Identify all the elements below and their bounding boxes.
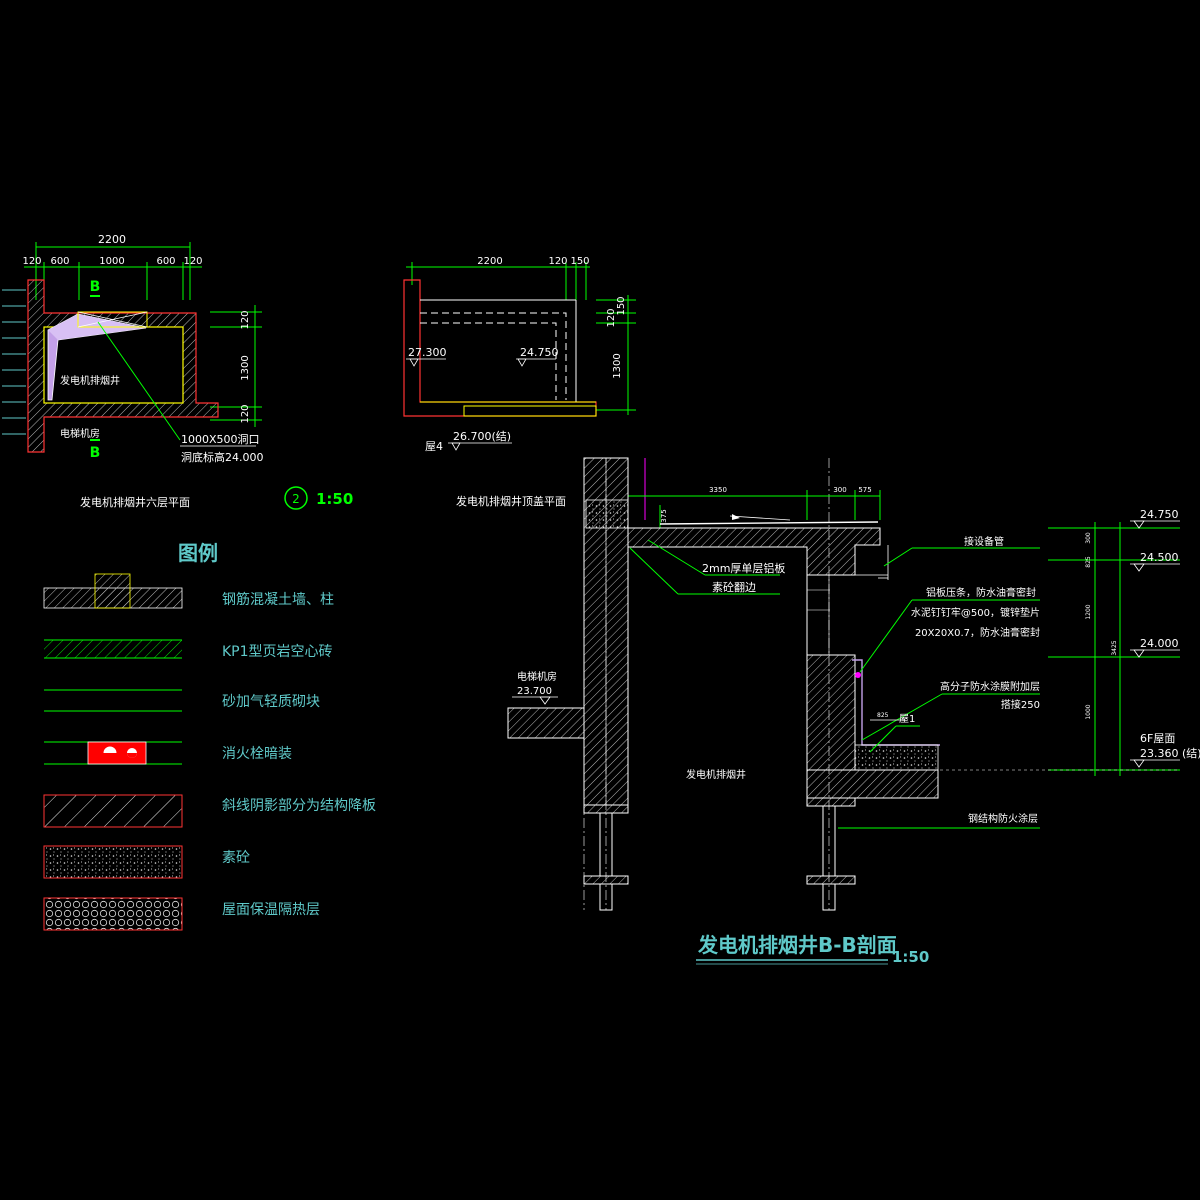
top-plan-roof-label: 屋4 bbox=[425, 440, 443, 453]
section-elevation-1: 24.750 bbox=[1140, 508, 1179, 521]
section-note-roof1: 屋1 bbox=[899, 713, 915, 725]
plan6-scale: 1:50 bbox=[316, 490, 353, 508]
section-dim-right-1: 300 bbox=[1085, 532, 1092, 544]
section-note-strip-seal: 铝板压条，防水油膏密封 bbox=[926, 586, 1036, 599]
legend-label-4: 消火栓暗装 bbox=[222, 746, 292, 762]
section-dim-total: 3425 bbox=[1111, 640, 1118, 655]
section-note-washer-size: 20X20X0.7，防水油膏密封 bbox=[915, 626, 1040, 639]
plan6-dim-right-3: 120 bbox=[240, 404, 251, 423]
top-plan-elev-mid: 24.750 bbox=[520, 346, 559, 359]
section-elev-elevator-value: 23.700 bbox=[517, 686, 552, 697]
top-plan-dim-2: 120 bbox=[548, 256, 567, 267]
section-dim-mid: 825 bbox=[877, 712, 889, 719]
top-plan-title: 发电机排烟井顶盖平面 bbox=[456, 494, 566, 508]
plan6-dim-total: 2200 bbox=[98, 233, 126, 246]
top-plan-roof-elev: 26.700(结) bbox=[453, 430, 511, 443]
section-bb: 3350 300 575 375 电梯机房 23.700 bbox=[507, 457, 1200, 966]
top-plan-dim-right-2: 120 bbox=[606, 308, 617, 327]
section-elevation-3: 24.000 bbox=[1140, 637, 1179, 650]
plan6-section-mark-top: B bbox=[90, 279, 101, 295]
legend-title: 图例 bbox=[178, 541, 218, 565]
section-note-aluminum-plate: 2mm厚单层铝板 bbox=[702, 561, 785, 575]
section-dim-small: 375 bbox=[660, 509, 668, 522]
section-dim-top-1: 3350 bbox=[709, 486, 727, 494]
plan6-dim-5: 120 bbox=[183, 256, 202, 267]
plan6-title: 发电机排烟井六层平面 bbox=[80, 495, 190, 509]
plan6-dim-right-1: 120 bbox=[240, 310, 251, 329]
section-shaft-label: 发电机排烟井 bbox=[686, 768, 746, 781]
section-elev-elevator-label: 电梯机房 bbox=[517, 670, 557, 683]
legend-swatch-insulation bbox=[43, 897, 183, 931]
legend-swatch-hollow-brick bbox=[44, 639, 182, 659]
legend-swatch-slab-drop bbox=[43, 794, 183, 828]
plan6-dim-1: 120 bbox=[22, 256, 41, 267]
section-elevation-2: 24.500 bbox=[1140, 551, 1179, 564]
plan6-room-elevator: 电梯机房 bbox=[60, 427, 100, 440]
legend-label-6: 素砼 bbox=[222, 850, 250, 866]
legend-swatch-rc-wall bbox=[43, 573, 183, 609]
section-note-nail-washer: 水泥钉钉牢@500，镀锌垫片 bbox=[911, 606, 1040, 619]
section-dim-top-2: 300 bbox=[833, 486, 846, 494]
sixth-floor-plan: 2200 120 600 1000 600 120 120 1300 120 bbox=[2, 233, 353, 510]
legend-swatch-fire-hydrant bbox=[44, 741, 182, 765]
section-title: 发电机排烟井B-B剖面 bbox=[697, 933, 897, 957]
legend: 图例 钢筋混凝土墙、柱 KP1型页岩空心砖 砂加气轻质砌块 bbox=[43, 541, 376, 931]
plan6-room-shaft: 发电机排烟井 bbox=[60, 374, 120, 387]
section-dim-right-4: 1000 bbox=[1085, 704, 1092, 719]
section-dim-right-2: 825 bbox=[1085, 556, 1092, 568]
shaft-cover-plan: 2200 120 150 150 120 1300 27.300 24.750 … bbox=[403, 256, 636, 508]
section-elevation-4: 6F屋面 bbox=[1140, 732, 1175, 745]
legend-swatch-aerated-block bbox=[44, 689, 182, 712]
legend-label-5: 斜线阴影部分为结构降板 bbox=[222, 798, 376, 814]
section-note-membrane: 高分子防水涂膜附加层 bbox=[940, 680, 1040, 693]
section-note-equipment-pipe: 接设备管 bbox=[964, 535, 1004, 548]
top-plan-dim-1: 2200 bbox=[477, 256, 502, 267]
top-plan-dim-right-1: 150 bbox=[616, 296, 627, 315]
section-dim-top-3: 575 bbox=[858, 486, 871, 494]
top-plan-dim-3: 150 bbox=[570, 256, 589, 267]
legend-label-2: KP1型页岩空心砖 bbox=[222, 644, 333, 660]
legend-label-7: 屋面保温隔热层 bbox=[222, 902, 320, 918]
plan6-dim-right-2: 1300 bbox=[240, 355, 251, 380]
section-scale: 1:50 bbox=[892, 948, 929, 966]
plan6-dim-4: 600 bbox=[156, 256, 175, 267]
section-elevation-5: 23.360 (结) bbox=[1140, 747, 1200, 760]
plan6-opening-note-1: 1000X500洞口 bbox=[181, 433, 260, 446]
section-note-fireproof: 钢结构防火涂层 bbox=[968, 812, 1038, 825]
section-note-overlap: 搭接250 bbox=[1001, 698, 1040, 711]
plan6-dim-3: 1000 bbox=[99, 256, 124, 267]
legend-swatch-plain-concrete bbox=[43, 845, 183, 879]
section-note-concrete-upstand: 素砼翻边 bbox=[712, 580, 756, 594]
legend-label-3: 砂加气轻质砌块 bbox=[222, 694, 320, 710]
legend-label-1: 钢筋混凝土墙、柱 bbox=[222, 591, 334, 608]
top-plan-dim-right-3: 1300 bbox=[612, 353, 623, 378]
plan6-opening-note-2: 洞底标高24.000 bbox=[181, 450, 264, 464]
plan6-section-mark-bottom: B bbox=[90, 445, 101, 461]
plan6-scale-index: 2 bbox=[292, 492, 300, 506]
plan6-dim-2: 600 bbox=[50, 256, 69, 267]
section-dim-right-3: 1200 bbox=[1085, 604, 1092, 619]
top-plan-elev-left: 27.300 bbox=[408, 346, 447, 359]
